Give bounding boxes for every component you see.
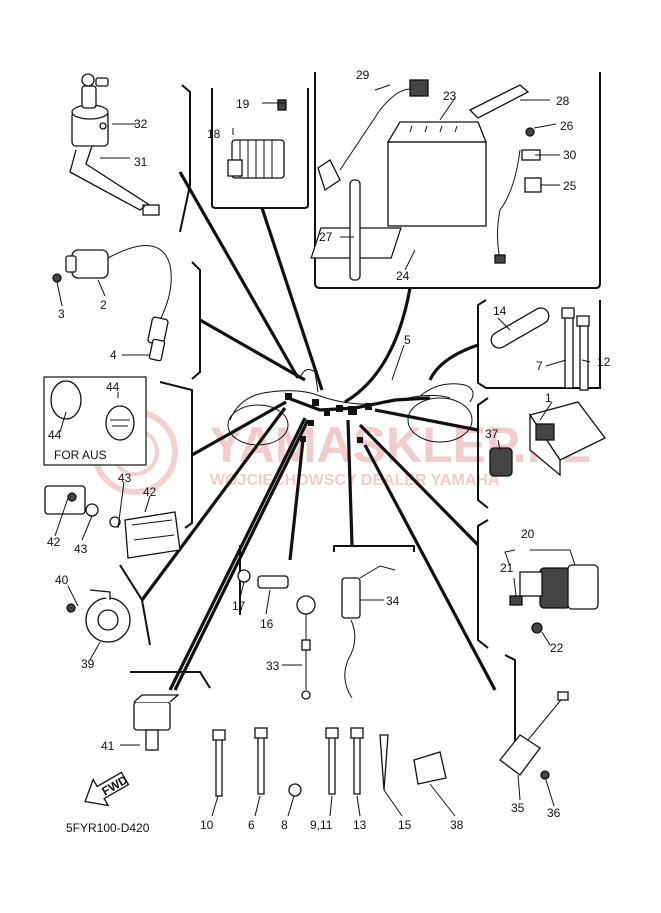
rectifier-assembly [227, 99, 287, 179]
callout-2: 2 [100, 298, 107, 312]
callout-43-top: 43 [118, 471, 132, 485]
callout-21: 21 [500, 561, 514, 575]
reflector-assembly [44, 485, 181, 559]
callout-16: 16 [260, 617, 274, 631]
callout-24: 24 [396, 269, 410, 283]
callout-9-11: 9,11 [310, 818, 333, 832]
frame-cdi [477, 397, 489, 509]
frame-battery [314, 72, 601, 289]
diagram-code: 5FYR100-D420 [66, 821, 150, 835]
callout-34: 34 [386, 594, 400, 608]
leader-lines [54, 84, 591, 817]
callout-30: 30 [563, 148, 577, 162]
callout-41: 41 [101, 739, 115, 753]
cdi-unit [489, 401, 606, 477]
front-stop-switch-assembly [499, 691, 569, 780]
frame-ignition-coil [191, 261, 201, 380]
wire-harness [140, 171, 497, 691]
callout-44-aus-left: 44 [48, 428, 62, 442]
fwd-arrow: FWD [84, 771, 130, 807]
group-frames [119, 72, 601, 760]
stop-switch-assembly [341, 565, 396, 699]
bands-group [490, 307, 590, 391]
callout-37: 37 [485, 427, 499, 441]
frame-relay [477, 519, 489, 649]
callout-13: 13 [353, 818, 367, 832]
callout-17: 17 [232, 599, 246, 613]
callout-20: 20 [521, 527, 535, 541]
callout-43-bottom: 43 [74, 542, 88, 556]
callout-27: 27 [319, 230, 333, 244]
callout-23: 23 [443, 89, 457, 103]
callout-19: 19 [236, 97, 250, 111]
bottom-clips [212, 727, 447, 797]
callout-42-right: 42 [143, 485, 157, 499]
callout-31: 31 [134, 155, 148, 169]
ignition-coil-assembly [52, 245, 172, 362]
callout-14: 14 [493, 304, 507, 318]
callout-18: 18 [207, 127, 221, 141]
callout-28: 28 [556, 94, 570, 108]
neutral-switch-assembly [237, 569, 316, 700]
callout-40: 40 [55, 573, 69, 587]
frame-rectifier [211, 88, 309, 209]
fwd-arrow-label: FWD [99, 772, 130, 798]
frame-front-stop-switch [504, 654, 516, 760]
relay-assembly [509, 564, 599, 634]
frame-starter-relay [130, 671, 211, 689]
frame-flasher [159, 381, 193, 529]
for-aus-label: FOR AUS [54, 448, 107, 462]
frame-bands [477, 299, 601, 389]
callout-1: 1 [545, 391, 552, 405]
callout-12: 12 [597, 355, 611, 369]
callout-3: 3 [58, 307, 65, 321]
callout-22: 22 [550, 641, 564, 655]
callout-36: 36 [547, 806, 561, 820]
callout-33: 33 [266, 659, 280, 673]
callout-4: 4 [110, 348, 117, 362]
callout-29: 29 [356, 68, 370, 82]
callout-39: 39 [81, 657, 95, 671]
callout-35: 35 [511, 801, 525, 815]
frame-stop-switch [333, 545, 415, 552]
callout-44-aus-right: 44 [106, 380, 120, 394]
callout-6: 6 [248, 818, 255, 832]
frame-main-switch [179, 84, 191, 233]
callout-15: 15 [398, 818, 412, 832]
callout-8: 8 [281, 818, 288, 832]
watermark-tagline: WOJCIECHOWSCY DEALER YAMAHA [210, 472, 500, 489]
callout-42-left: 42 [47, 535, 61, 549]
callout-25: 25 [563, 179, 577, 193]
callout-10: 10 [200, 818, 214, 832]
callout-26: 26 [560, 119, 574, 133]
starter-relay [133, 694, 180, 751]
battery-assembly [310, 79, 542, 281]
watermark: YAMASKLEP.PL WOJCIECHOWSCY DEALER YAMAHA [92, 409, 591, 495]
callout-labels: 32 31 19 18 29 23 28 26 30 25 27 24 2 3 … [47, 68, 611, 832]
callout-7: 7 [536, 359, 543, 373]
callout-32: 32 [134, 117, 148, 131]
main-switch-assembly [69, 73, 160, 216]
callout-5: 5 [404, 333, 411, 347]
callout-38: 38 [450, 818, 464, 832]
watermark-brand: YAMASKLEP.PL [210, 417, 591, 473]
for-aus-box: FOR AUS [43, 376, 147, 466]
horn-assembly [66, 589, 131, 643]
